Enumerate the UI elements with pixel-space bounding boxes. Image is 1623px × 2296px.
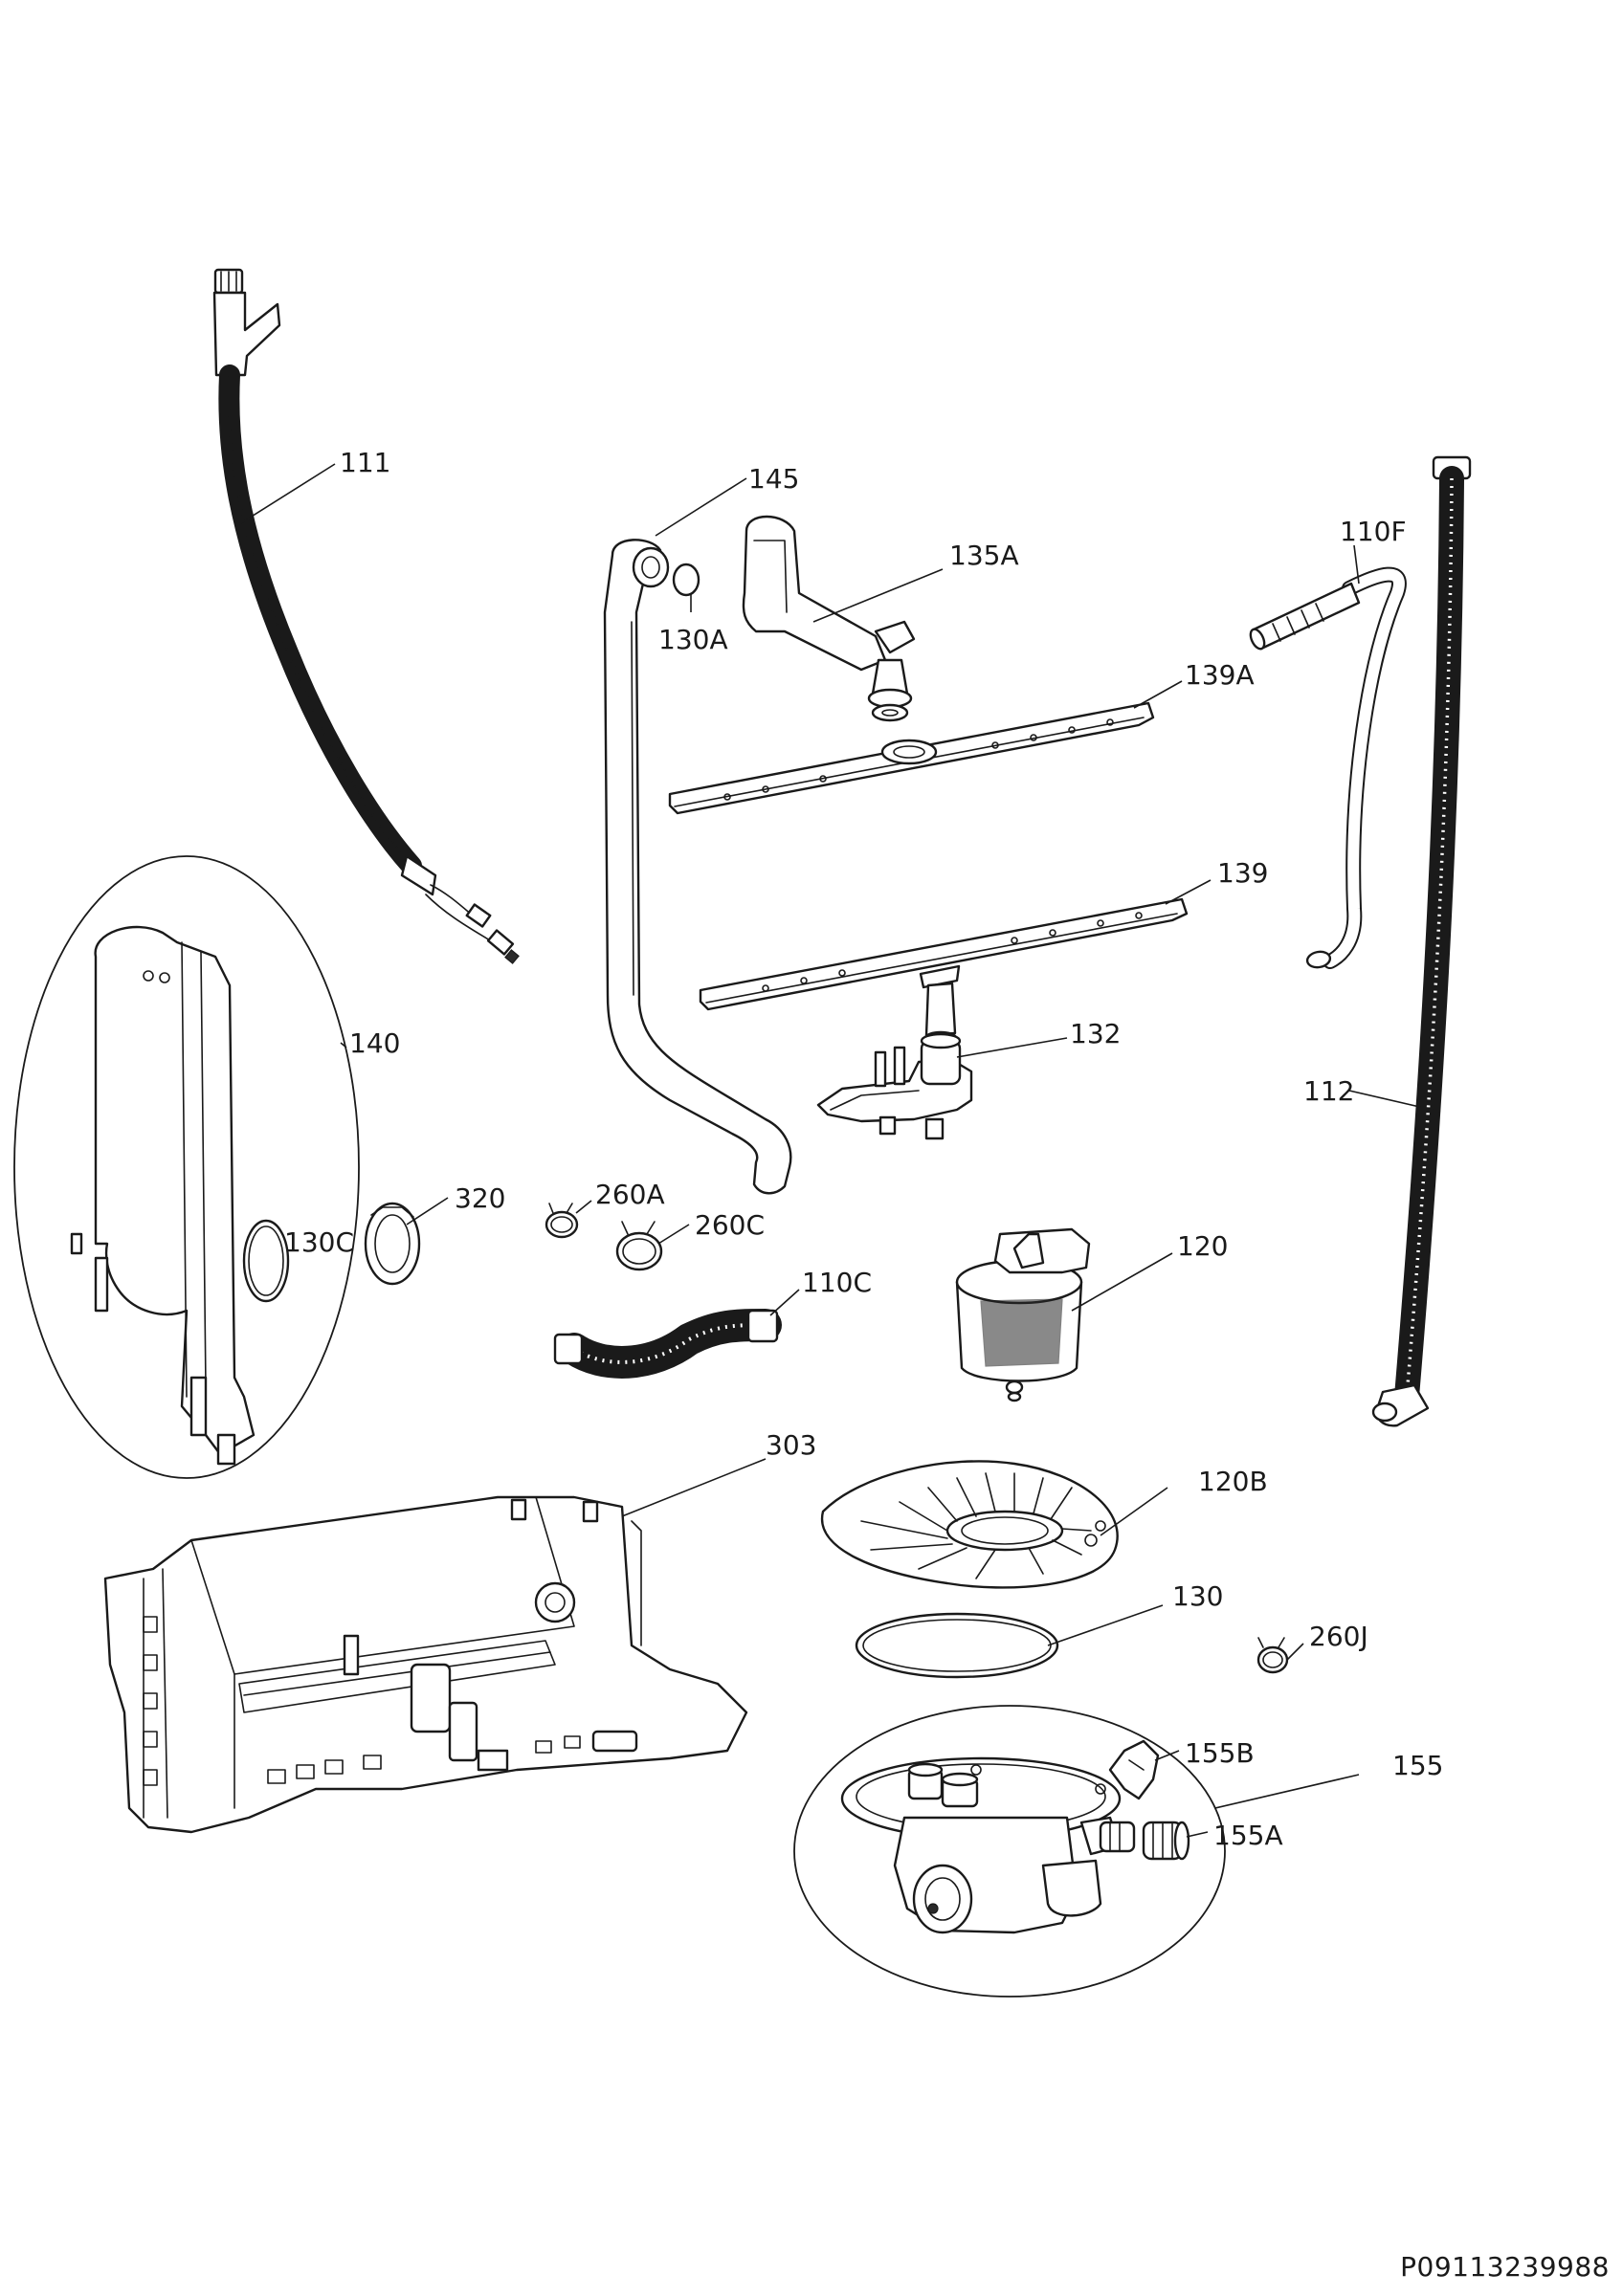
- part-155a[interactable]: [1142, 1821, 1190, 1861]
- part-120b-filter-plate[interactable]: [820, 1460, 1119, 1589]
- part-155b[interactable]: [1108, 1739, 1160, 1800]
- label-155: 155: [1392, 1750, 1443, 1781]
- label-139A: 139A: [1185, 659, 1255, 691]
- part-140-side-conduit-group[interactable]: [13, 855, 360, 1479]
- label-120: 120: [1177, 1230, 1228, 1262]
- part-110f-hose[interactable]: [1248, 566, 1407, 969]
- part-260c-clamp[interactable]: [615, 1221, 663, 1271]
- part-320-seal[interactable]: [364, 1202, 421, 1286]
- part-135a-conduit[interactable]: [742, 515, 916, 722]
- part-111-inlet-hose[interactable]: [212, 268, 520, 964]
- label-130C: 130C: [284, 1226, 354, 1258]
- label-260J: 260J: [1309, 1621, 1368, 1652]
- label-155A: 155A: [1213, 1820, 1283, 1851]
- part-130c-o-ring[interactable]: [242, 1219, 290, 1303]
- label-135A: 135A: [949, 540, 1019, 571]
- part-112-drain-hose[interactable]: [1371, 455, 1472, 1427]
- label-145: 145: [748, 463, 799, 495]
- label-132: 132: [1070, 1018, 1121, 1049]
- part-260a-clamp[interactable]: [545, 1203, 579, 1239]
- label-260A: 260A: [595, 1179, 665, 1210]
- label-130A: 130A: [658, 624, 728, 655]
- part-130-sump-gasket[interactable]: [855, 1612, 1059, 1679]
- label-112: 112: [1303, 1075, 1354, 1107]
- label-320: 320: [455, 1182, 505, 1214]
- part-110c-hose[interactable]: [553, 1309, 782, 1379]
- part-130a-o-ring[interactable]: [672, 563, 700, 597]
- label-120B: 120B: [1198, 1466, 1268, 1497]
- label-260C: 260C: [695, 1209, 765, 1241]
- label-155B: 155B: [1185, 1737, 1255, 1769]
- part-260j-clamp[interactable]: [1256, 1637, 1289, 1674]
- part-132-spray-arm-support[interactable]: [816, 1032, 973, 1140]
- label-140: 140: [349, 1027, 400, 1059]
- part-155-sump-assembly-group[interactable]: [793, 1705, 1226, 1998]
- label-139: 139: [1217, 857, 1268, 889]
- part-139a-upper-spray-arm[interactable]: [668, 701, 1155, 815]
- leader-lines: [238, 463, 1441, 1838]
- label-130: 130: [1172, 1580, 1223, 1612]
- label-303: 303: [766, 1429, 816, 1461]
- part-labels: 111 145 135A 130A 110F 139A 139 132 112 …: [284, 447, 1443, 1851]
- part-145-water-supply-pipe[interactable]: [603, 539, 792, 1195]
- label-111: 111: [340, 447, 390, 478]
- document-number: P09113239988: [1400, 2251, 1610, 2283]
- label-110C: 110C: [802, 1267, 872, 1298]
- part-120-filter[interactable]: [955, 1227, 1091, 1402]
- part-303-base-frame[interactable]: [103, 1495, 748, 1834]
- label-110F: 110F: [1340, 516, 1407, 547]
